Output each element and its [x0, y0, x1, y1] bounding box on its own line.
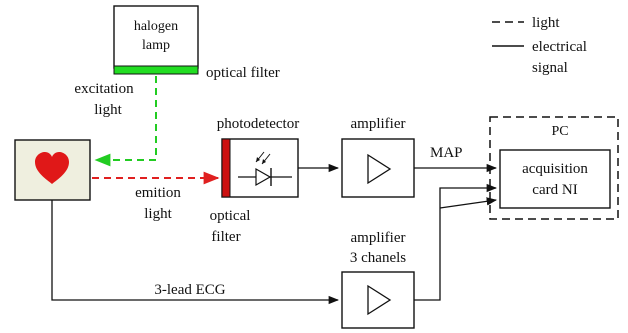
lamp-label-line1: halogen [134, 19, 178, 34]
photodetector-optical-filter [221, 138, 231, 198]
excitation-label-line2: light [94, 102, 122, 118]
amplifier-1: amplifier [341, 116, 415, 198]
pc-title: PC [551, 124, 568, 139]
amplifier-2-title-line1: amplifier [351, 230, 406, 246]
legend-signal-label: signal [532, 60, 568, 76]
halogen-lamp: halogen lamp optical filter [113, 5, 280, 81]
heart-sample [14, 139, 91, 201]
amplifier-1-triangle-icon [367, 153, 392, 185]
acquisition-card-line2: card NI [532, 182, 577, 198]
lamp-label-line2: lamp [142, 38, 170, 53]
photodiode-icon [238, 151, 292, 187]
acquisition-card-line1: acquisition [522, 161, 588, 177]
wire-ecg-branch [439, 197, 498, 209]
excitation-light-path: excitation light [74, 76, 157, 167]
photodetector-title: photodetector [217, 116, 299, 132]
photodetector-filter-label-line2: filter [211, 229, 240, 245]
emission-label-line2: light [144, 206, 172, 222]
lamp-box [113, 5, 199, 69]
ecg-label: 3-lead ECG [154, 282, 225, 298]
acquisition-card-box [499, 149, 611, 209]
wire-ecg [51, 200, 340, 305]
legend: light electrical signal [492, 15, 587, 76]
wire-ecg-to-pc [414, 183, 498, 301]
photodetector-box [221, 138, 299, 198]
amplifier-2-triangle-icon [367, 284, 392, 316]
heart-icon [35, 152, 69, 184]
amplifier-1-title: amplifier [351, 116, 406, 132]
emission-label-line1: emition [135, 185, 181, 201]
excitation-label-line1: excitation [74, 81, 134, 97]
amplifier-2-title-line2: 3 chanels [350, 250, 406, 266]
amplifier-2: amplifier 3 chanels [341, 230, 415, 329]
legend-electrical-label: electrical [532, 39, 587, 55]
map-label: MAP [430, 145, 463, 161]
pc: PC acquisition card NI [489, 116, 619, 220]
lamp-optical-filter [113, 65, 199, 75]
photodetector: photodetector optical filter [210, 116, 300, 245]
emission-light-path: emition light [92, 171, 220, 222]
lamp-filter-label: optical filter [206, 65, 280, 81]
legend-light-label: light [532, 15, 560, 31]
excitation-arrow [94, 76, 157, 167]
photodetector-filter-label-line1: optical [210, 208, 251, 224]
pc-dashed-box [489, 116, 619, 220]
